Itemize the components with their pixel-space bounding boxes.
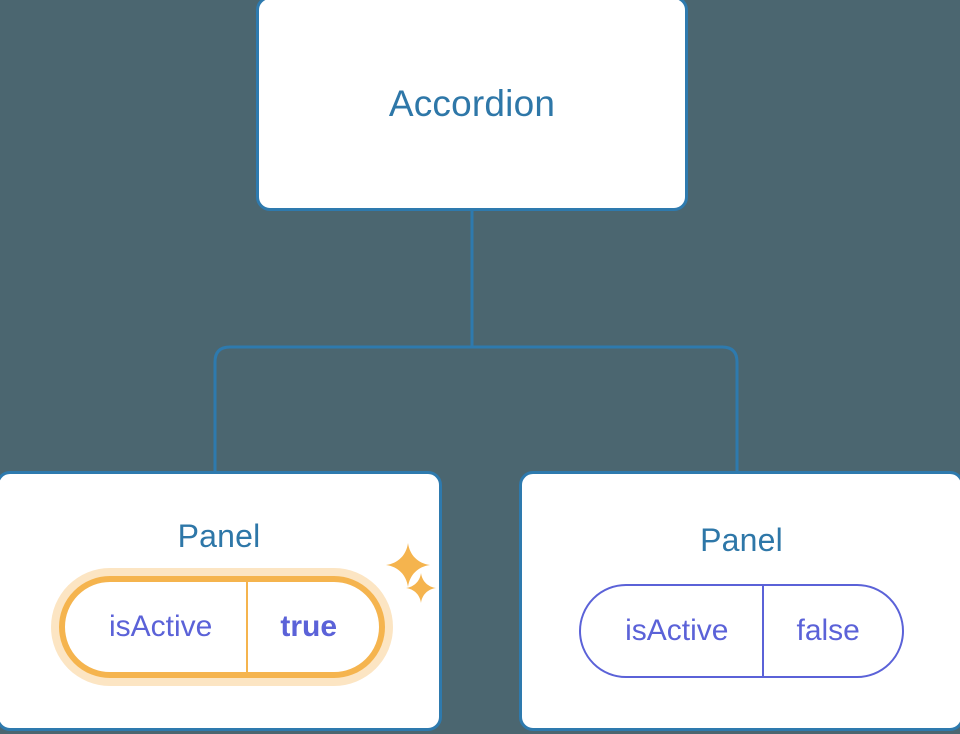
connector-child-bus (213, 345, 739, 472)
prop-pill: isActive false (579, 584, 904, 678)
prop-pill-isactive-false[interactable]: isActive false (579, 584, 904, 678)
node-accordion[interactable]: Accordion (256, 0, 688, 211)
prop-pill-isactive-true[interactable]: isActive true (58, 576, 386, 678)
node-panel-inactive[interactable]: Panel isActive false (519, 471, 960, 731)
prop-key: isActive (625, 614, 729, 647)
prop-value: true (246, 582, 379, 672)
node-accordion-title: Accordion (388, 83, 556, 124)
prop-value: false (762, 586, 901, 676)
node-panel-inactive-title: Panel (700, 522, 783, 558)
node-panel-active[interactable]: Panel isActive true (0, 471, 442, 731)
prop-key: isActive (108, 610, 213, 643)
prop-pill: isActive true (58, 576, 386, 678)
node-panel-active-title: Panel (177, 518, 261, 554)
